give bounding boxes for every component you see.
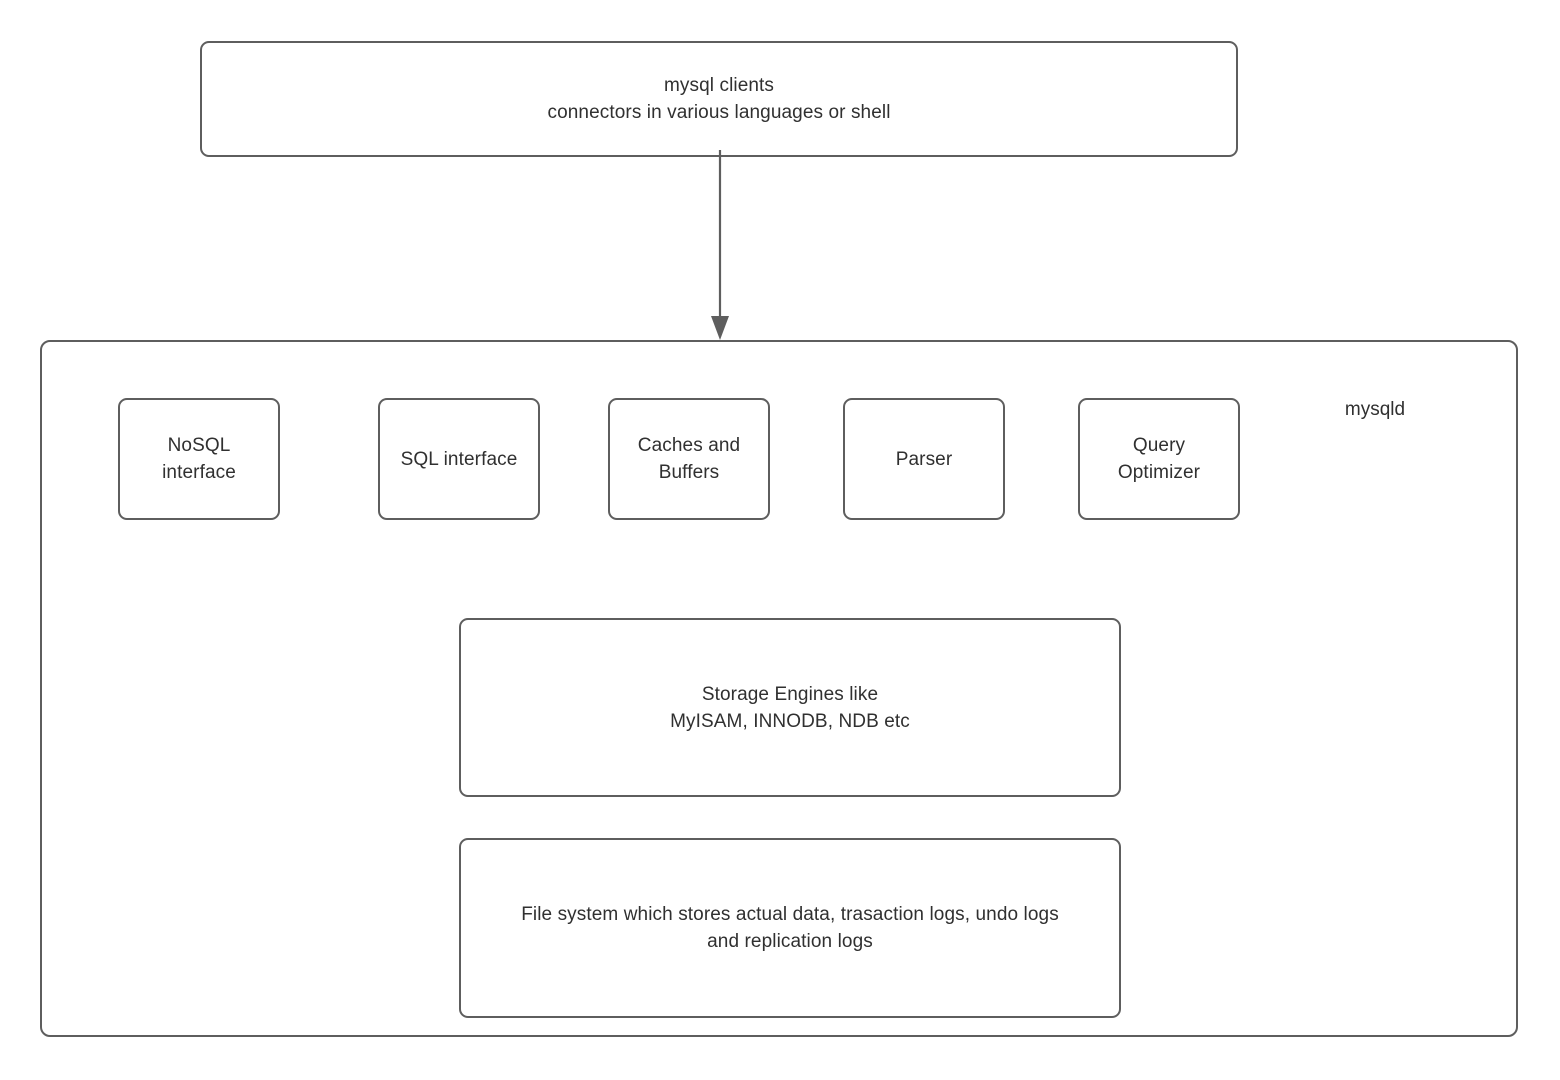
- node-query-optimizer-label: Query Optimizer: [1117, 435, 1201, 483]
- node-file-system[interactable]: File system which stores actual data, tr…: [459, 838, 1121, 1018]
- node-caches-and-buffers[interactable]: Caches and Buffers: [608, 398, 770, 520]
- node-storage-engines-label: Storage Engines like MyISAM, INNODB, NDB…: [670, 683, 910, 732]
- node-file-system-label: File system which stores actual data, tr…: [521, 904, 1059, 952]
- node-parser[interactable]: Parser: [843, 398, 1005, 520]
- node-nosql-interface[interactable]: NoSQL interface: [118, 398, 280, 520]
- arrowhead-icon: [711, 316, 729, 340]
- node-sql-interface[interactable]: SQL interface: [378, 398, 540, 520]
- node-sql-interface-label: SQL interface: [400, 448, 518, 470]
- node-query-optimizer[interactable]: Query Optimizer: [1078, 398, 1240, 520]
- node-caches-and-buffers-label: Caches and Buffers: [637, 435, 741, 483]
- node-storage-engines[interactable]: Storage Engines like MyISAM, INNODB, NDB…: [459, 618, 1121, 797]
- node-nosql-interface-label: NoSQL interface: [162, 435, 236, 483]
- connector-clients-to-mysqld: [690, 150, 750, 345]
- node-mysql-clients[interactable]: mysql clients connectors in various lang…: [200, 41, 1238, 157]
- node-mysqld-label: mysqld: [1344, 399, 1406, 420]
- node-parser-label: Parser: [895, 448, 953, 470]
- node-mysql-clients-label: mysql clients connectors in various lang…: [547, 75, 891, 123]
